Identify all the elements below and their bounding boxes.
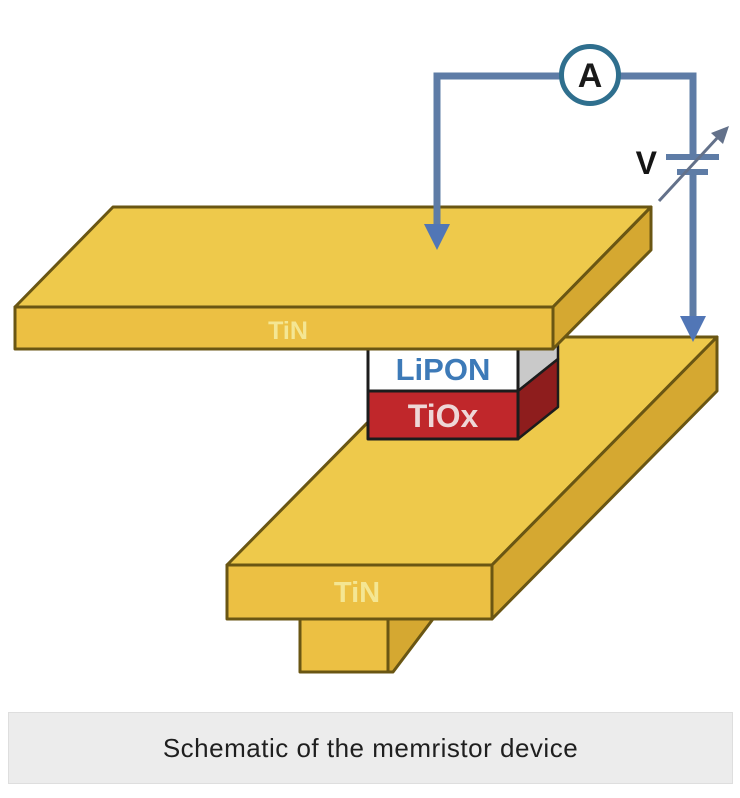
bottom-electrode-arrow-icon	[680, 316, 706, 342]
bottom-electrode-tab-front-face	[298, 617, 390, 674]
ammeter-label: A	[578, 57, 603, 95]
electrolyte-label: LiPON	[396, 352, 491, 387]
ammeter-icon	[559, 44, 621, 106]
top-electrode-front-face	[13, 305, 555, 351]
memristor-schematic: TiN LiPON TiOx TiN A	[13, 44, 729, 674]
variable-source-arrow-shaft	[657, 134, 721, 203]
figure-caption-text: Schematic of the memristor device	[162, 732, 579, 763]
oxide-label: TiOx	[408, 398, 479, 434]
top-electrode-top-face	[13, 205, 653, 309]
bottom-electrode-front-face	[225, 563, 494, 621]
figure-caption: Schematic of the memristor device	[8, 712, 733, 784]
bottom-electrode-label: TiN	[334, 577, 380, 609]
oxide-front-face	[366, 389, 520, 441]
measurement-circuit: A V	[424, 44, 729, 342]
top-electrode-arrow-icon	[424, 224, 450, 250]
top-electrode-label: TiN	[268, 317, 308, 345]
bottom-electrode: TiN	[225, 335, 719, 674]
variable-source-arrowhead-icon	[711, 126, 729, 144]
bottom-electrode-tab-side-face	[386, 617, 435, 674]
voltage-label: V	[636, 145, 658, 181]
layer-stack: LiPON TiOx	[366, 310, 560, 441]
top-electrode: TiN	[13, 205, 653, 351]
